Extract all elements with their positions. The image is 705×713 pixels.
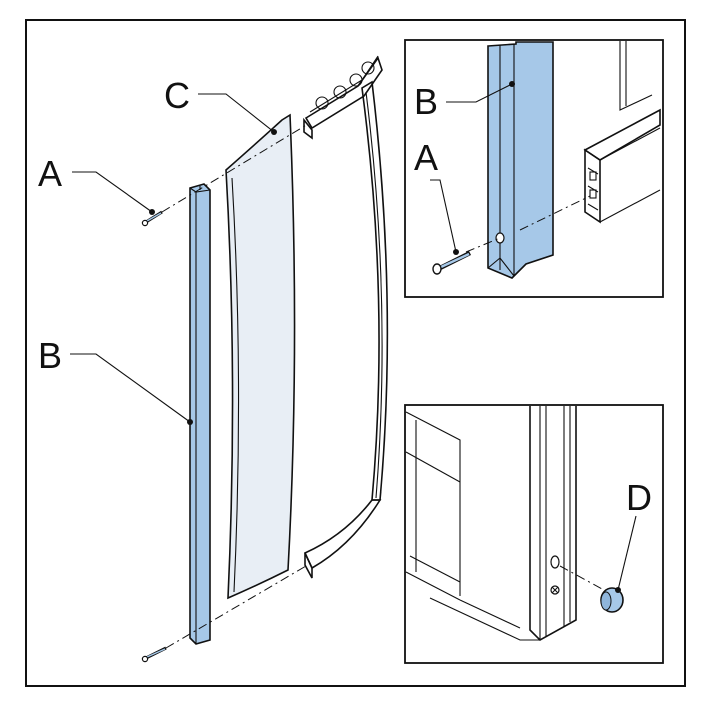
main-exploded-view: A C B xyxy=(38,55,389,663)
callout-B-inset: B xyxy=(414,81,438,122)
callout-B-main: B xyxy=(38,335,62,376)
glass-panel xyxy=(225,113,296,600)
detail-inset-cap: D xyxy=(404,404,664,664)
screw-hole xyxy=(495,232,505,244)
leader-A-top xyxy=(72,171,153,213)
callout-D-inset: D xyxy=(626,477,652,518)
leader-C xyxy=(198,93,275,133)
screw-bottom xyxy=(141,646,167,663)
callout-A-inset: A xyxy=(414,137,438,178)
callout-A-main: A xyxy=(38,153,62,194)
alignment-line-bottom xyxy=(165,565,307,649)
curved-door-frame xyxy=(303,55,389,579)
detail-inset-profile-screw: B A xyxy=(404,39,664,298)
cover-cap xyxy=(600,587,624,613)
callout-C-main: C xyxy=(164,75,190,116)
cap-hole xyxy=(550,555,560,569)
wall-profile xyxy=(187,183,211,645)
leader-B xyxy=(70,353,191,423)
